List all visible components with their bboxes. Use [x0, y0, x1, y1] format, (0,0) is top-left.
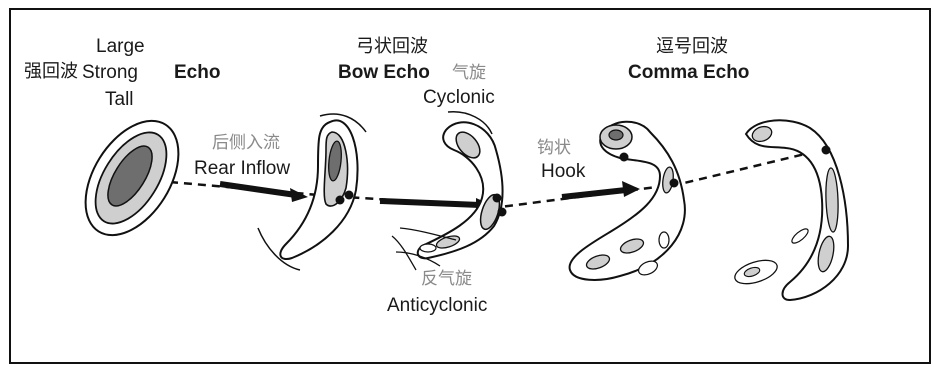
large-echo-cell [66, 104, 197, 251]
label-zh-rear-inflow: 后侧入流 [212, 135, 280, 152]
label-zh-anticyclonic: 反气旋 [421, 271, 472, 288]
label-anticyclonic: Anticyclonic [387, 296, 487, 315]
label-zh-cyclonic: 气旋 [452, 65, 486, 82]
label-cyclonic: Cyclonic [423, 88, 495, 107]
hook-inflow-arrow [562, 181, 640, 197]
hook-echo-cell [570, 122, 685, 280]
label-zh-strong-echo: 强回波 [24, 63, 78, 81]
label-zh-comma-echo: 逗号回波 [656, 38, 728, 56]
label-echo: Echo [174, 63, 220, 82]
label-bow-echo: Bow Echo [338, 63, 430, 82]
label-hook: Hook [541, 162, 585, 181]
label-comma-echo: Comma Echo [628, 63, 749, 82]
label-strong: Strong [82, 63, 138, 82]
bow-echo-cell [392, 112, 507, 270]
comma-echo-cell [732, 120, 848, 300]
label-zh-hook: 钩状 [537, 140, 571, 157]
label-tall: Tall [105, 90, 134, 109]
label-zh-bow-echo: 弓状回波 [356, 38, 428, 56]
label-rear-inflow: Rear Inflow [194, 159, 290, 178]
label-large: Large [96, 37, 145, 56]
rear-inflow-arrow [220, 184, 308, 202]
